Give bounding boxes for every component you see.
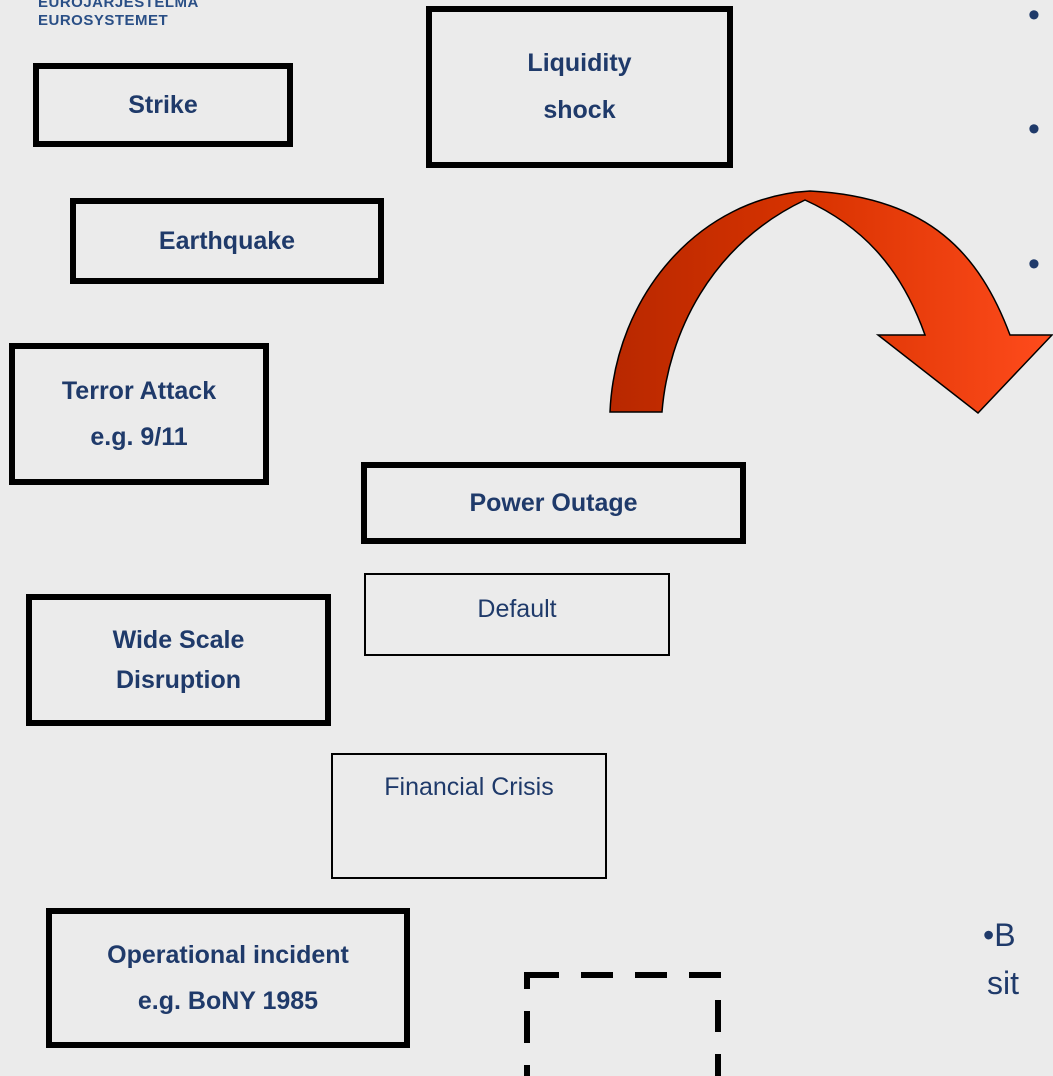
operational-label-line-1: Operational incident	[107, 940, 349, 969]
right-text-line-2: sit	[987, 965, 1019, 1001]
strike-box: Strike	[33, 63, 293, 147]
bullet-1: •	[1028, 0, 1040, 34]
right-text-line-1: •B	[983, 917, 1016, 953]
bullet-2: •	[1028, 110, 1040, 148]
logo-line-2: EUROSYSTEMET	[38, 12, 169, 29]
operational-incident-box: Operational incident e.g. BoNY 1985	[46, 908, 410, 1048]
curved-arrow-icon	[609, 190, 1053, 415]
logo-line-1: EUROJÄRJESTELMÄ	[38, 0, 199, 11]
wide-scale-label-line-1: Wide Scale	[112, 626, 245, 654]
bullet-3: •	[1028, 245, 1040, 283]
wide-scale-disruption-box: Wide Scale Disruption	[26, 594, 331, 726]
terror-label-line-2: e.g. 9/11	[90, 423, 188, 451]
strike-label: Strike	[128, 91, 198, 119]
liquidity-shock-box: Liquidity shock	[426, 6, 733, 168]
earthquake-box: Earthquake	[70, 198, 384, 284]
default-label: Default	[477, 595, 557, 623]
financial-crisis-label: Financial Crisis	[384, 773, 554, 801]
terror-attack-box: Terror Attack e.g. 9/11	[9, 343, 269, 485]
financial-crisis-box: Financial Crisis	[331, 753, 607, 879]
wide-scale-label-line-2: Disruption	[116, 666, 241, 694]
liquidity-label-line-1: Liquidity	[527, 48, 632, 77]
power-outage-box: Power Outage	[361, 462, 746, 544]
operational-label-line-2: e.g. BoNY 1985	[137, 987, 319, 1015]
dashed-box	[524, 972, 721, 1076]
power-outage-label: Power Outage	[469, 489, 638, 517]
liquidity-label-line-2: shock	[543, 96, 616, 124]
default-box: Default	[364, 573, 670, 656]
earthquake-label: Earthquake	[158, 227, 296, 255]
terror-label-line-1: Terror Attack	[61, 376, 217, 405]
